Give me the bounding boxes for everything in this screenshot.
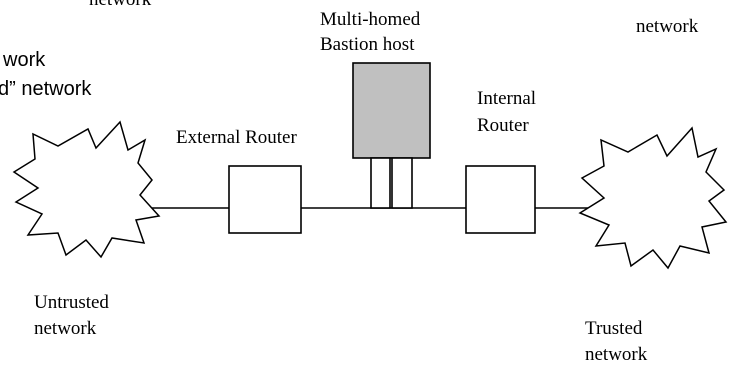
bastion-interface-right <box>391 157 413 209</box>
untrusted-network-label: Untrusted network <box>34 292 109 339</box>
bastion-interface-left <box>370 157 391 209</box>
top-right-network-label: network <box>636 16 699 37</box>
top-left-network-label: network <box>89 0 151 11</box>
external-router-box <box>228 165 302 234</box>
internal-router-box <box>465 165 536 234</box>
untrusted-network-cloud-icon <box>12 120 161 259</box>
overlay-text-line1: work <box>3 49 46 71</box>
bastion-host-box <box>352 62 431 159</box>
overlay-text-line2: d” network <box>0 78 92 100</box>
trusted-network-cloud-icon <box>578 126 728 270</box>
external-router-label: External Router <box>176 127 297 148</box>
internal-router-label: Internal Router <box>477 88 537 136</box>
bastion-host-label: Multi-homed Bastion host <box>320 9 421 55</box>
trusted-network-label: Trusted network <box>585 318 648 365</box>
